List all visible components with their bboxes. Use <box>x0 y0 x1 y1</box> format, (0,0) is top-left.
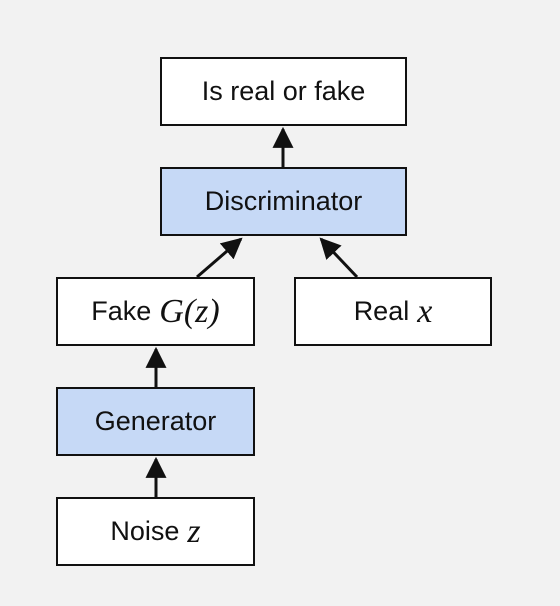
generator-node: Generator <box>56 387 255 456</box>
real-math: x <box>417 292 433 330</box>
fake-sample-node: Fake G(z) <box>56 277 255 346</box>
fake-math: G(z) <box>159 292 220 330</box>
discriminator-label: Discriminator <box>204 186 363 216</box>
output-label: Is real or fake <box>201 76 366 106</box>
real-label: Real <box>353 296 410 326</box>
arrow-real-to-discriminator <box>319 237 359 279</box>
noise-label: Noise <box>110 516 180 546</box>
fake-label: Fake <box>91 296 152 326</box>
real-sample-node: Real x <box>294 277 492 346</box>
noise-node: Noise z <box>56 497 255 566</box>
noise-math: z <box>187 512 201 550</box>
output-node: Is real or fake <box>160 57 407 126</box>
discriminator-node: Discriminator <box>160 167 407 236</box>
generator-label: Generator <box>94 406 217 436</box>
arrow-fake-to-discriminator <box>196 237 243 279</box>
